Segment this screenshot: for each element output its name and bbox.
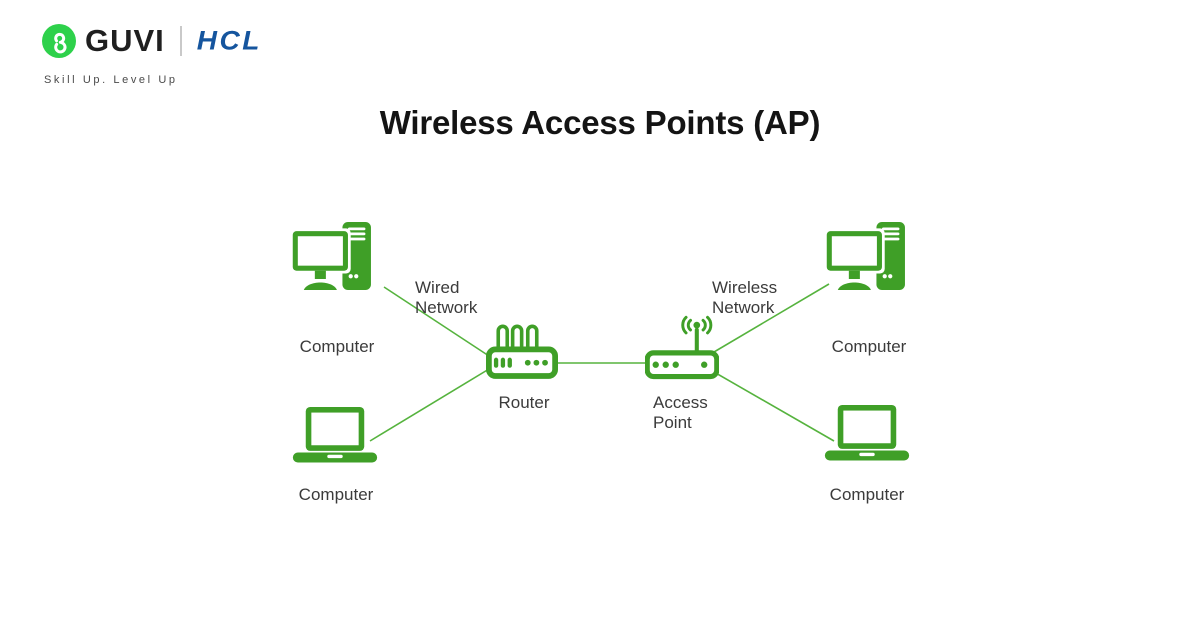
wired-network-label: Wired Network [415,278,478,317]
computer-label-bottom-right: Computer [829,485,905,504]
computer-label-top-right: Computer [831,337,907,356]
guvi-logo-icon [42,24,76,58]
computer-label-bottom-left: Computer [298,485,374,504]
computer-label-top-left: Computer [299,337,375,356]
hcl-wordmark: HCL [196,25,262,56]
monitor [824,228,885,291]
guvi-wordmark: GUVI [85,23,165,58]
wifi-signal-icon [681,315,713,335]
brand-header: GUVI HCL [42,24,262,58]
access-point-icon [645,307,719,381]
access-point-label: Access Point [653,393,708,432]
page-title: Wireless Access Points (AP) [379,104,821,141]
desktop-computer-icon [824,220,916,292]
brand-tagline: Skill Up. Level Up [44,74,178,86]
router-label: Router [498,393,550,412]
logo-divider [179,26,182,56]
desktop-computer-icon [290,220,382,292]
monitor [290,228,351,291]
wireless-network-label: Wireless Network [712,278,778,317]
router-icon [486,324,558,382]
laptop-computer-icon [292,406,378,463]
laptop-computer-icon [824,404,910,461]
